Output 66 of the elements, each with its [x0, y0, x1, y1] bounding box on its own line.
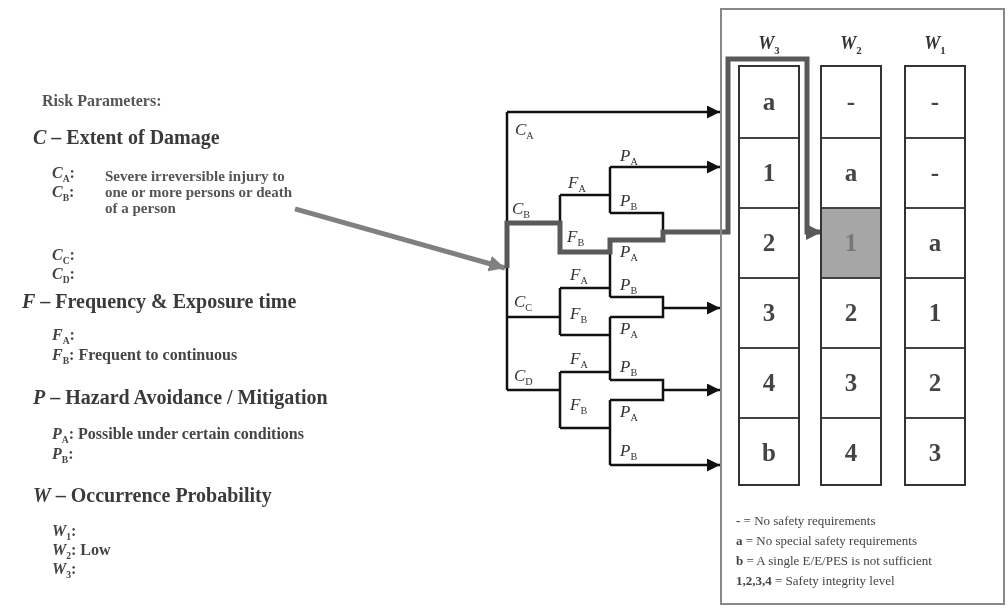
branch-label: F$_{B}$	[567, 227, 585, 249]
branch-label: F$_{B}$	[570, 395, 588, 417]
branch-label: F$_{A}$	[570, 265, 588, 287]
branch-label: F$_{A}$	[568, 173, 586, 195]
legend-note: - = No safety requirements	[736, 513, 876, 529]
risk-level-cell: 2	[906, 347, 964, 417]
branch-label: P$_{B}$	[620, 275, 638, 297]
arrow	[663, 301, 720, 315]
column-heading: W$_{1}$	[923, 33, 947, 56]
parameter-definition: P$_{A}$: Possible under certain conditions	[52, 425, 304, 446]
highlighted-arrow	[294, 206, 506, 272]
column-heading: W$_{3}$	[757, 33, 781, 56]
parameter-symbol: C$_{A}$:	[52, 164, 75, 185]
branch-label: P$_{A}$	[620, 242, 638, 264]
branch-label: P$_{B}$	[620, 357, 638, 379]
branch-label: C$_{B}$	[512, 199, 531, 221]
section-heading: Risk Parameters:	[42, 92, 162, 110]
legend-note: b = A single E/E/PES is not sufficient	[736, 553, 932, 569]
parameter-symbol: C$_{D}$:	[52, 265, 75, 286]
arrow	[507, 105, 720, 119]
risk-level-cell: -	[906, 67, 964, 137]
branch-label: P$_{A}$	[620, 402, 638, 424]
risk-level-cell: 2	[740, 207, 798, 277]
risk-table-frame	[720, 8, 1005, 605]
branch-label: C$_{D}$	[514, 366, 533, 388]
highlighted-arrow	[504, 56, 822, 268]
risk-level-cell: a	[906, 207, 964, 277]
parameter-heading: F – Frequency & Exposure time	[22, 290, 297, 313]
branch-label: C$_{C}$	[514, 292, 533, 314]
branch-label: F$_{A}$	[570, 349, 588, 371]
risk-level-cell: 4	[740, 347, 798, 417]
risk-level-cell: 1	[740, 137, 798, 207]
risk-level-cell: 3	[822, 347, 880, 417]
parameter-symbol: W$_{3}$:	[52, 560, 77, 581]
parameter-symbol: W$_{1}$:	[52, 522, 77, 543]
parameter-definition: F$_{B}$: Frequent to continuous	[52, 346, 238, 367]
parameter-symbol: P$_{B}$:	[52, 445, 74, 466]
branch-label: P$_{A}$	[620, 319, 638, 341]
risk-level-cell: 4	[822, 417, 880, 487]
parameter-definition: W$_{2}$: Low	[52, 541, 111, 562]
legend-note: 1,2,3,4 = Safety integrity level	[736, 573, 895, 589]
legend-note: a = No special safety requirements	[736, 533, 917, 549]
risk-level-cell: 2	[822, 277, 880, 347]
branch-label: P$_{A}$	[620, 146, 638, 168]
parameter-heading: C – Extent of Damage	[33, 126, 220, 149]
parameter-symbol: F$_{A}$:	[52, 326, 75, 347]
risk-level-cell: -	[906, 137, 964, 207]
risk-level-cell: a	[740, 67, 798, 137]
risk-level-cell: 3	[740, 277, 798, 347]
branch-label: P$_{B}$	[620, 191, 638, 213]
parameter-description: Severe irreversible injury to one or more persons or death of a person	[105, 168, 295, 216]
parameter-symbol: C$_{B}$:	[52, 183, 75, 204]
parameter-heading: P – Hazard Avoidance / Mitigation	[33, 386, 328, 409]
column-heading: W$_{2}$	[839, 33, 863, 56]
branch-label: F$_{B}$	[570, 304, 588, 326]
parameter-heading: W – Occurrence Probability	[33, 484, 272, 507]
parameter-symbol: C$_{C}$:	[52, 246, 75, 267]
arrow	[610, 458, 720, 472]
arrow	[610, 160, 720, 174]
branch-label: C$_{A}$	[515, 120, 534, 142]
arrow	[663, 383, 720, 397]
branch-label: P$_{B}$	[620, 441, 638, 463]
risk-level-cell: 1	[906, 277, 964, 347]
risk-level-cell: 3	[906, 417, 964, 487]
risk-level-cell: b	[740, 417, 798, 487]
risk-level-cell: -	[822, 67, 880, 137]
